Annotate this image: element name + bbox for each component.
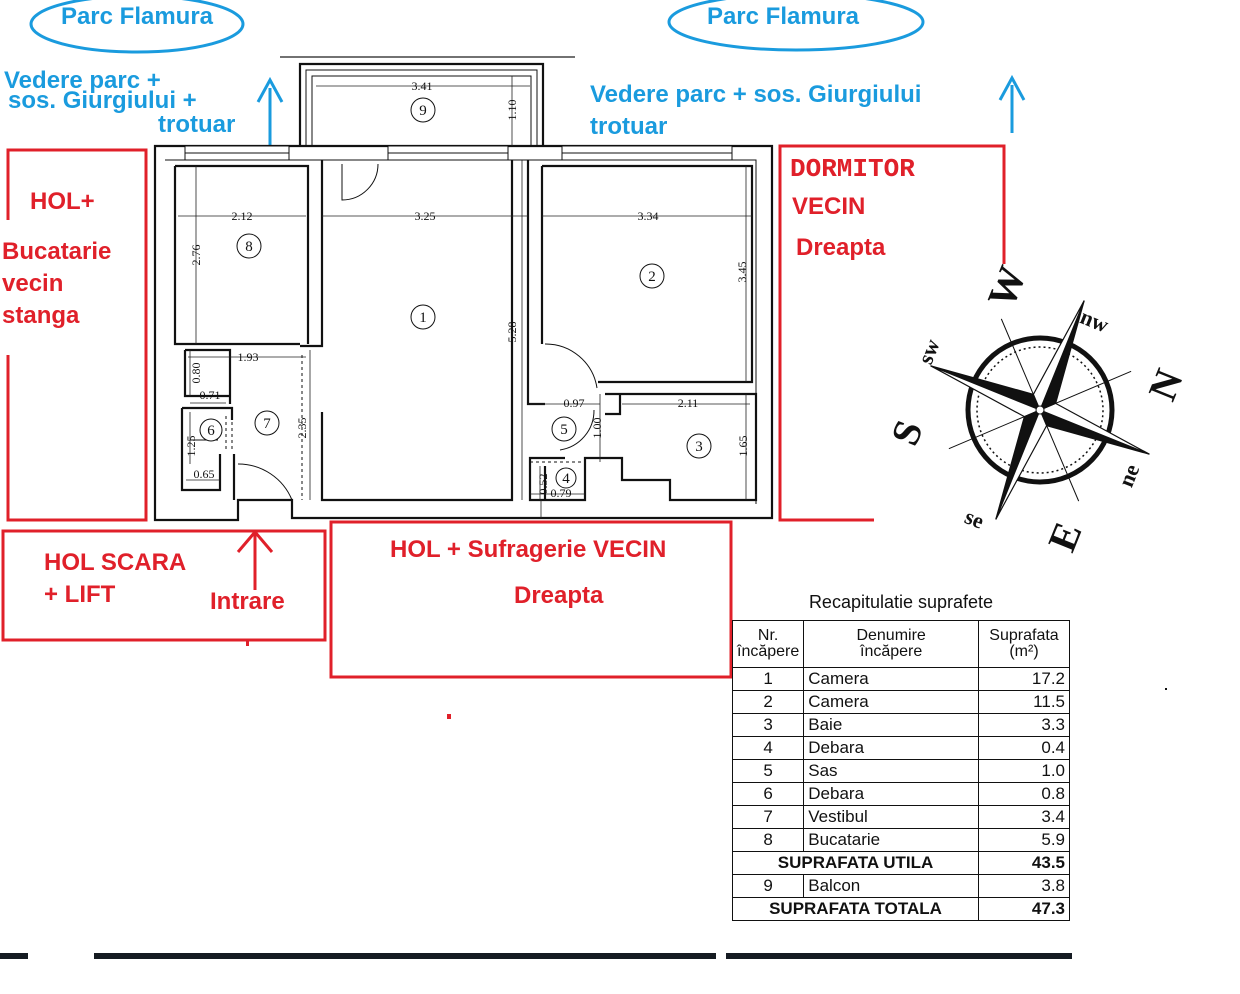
dim-room1-width: 3.25 bbox=[415, 209, 436, 223]
svg-text:1: 1 bbox=[419, 310, 427, 326]
room-number-3: 3 bbox=[686, 433, 712, 459]
room-number-1: 1 bbox=[410, 304, 436, 330]
park-label-left: Parc Flamura bbox=[61, 3, 214, 30]
dim-niche-depth: 0.80 bbox=[189, 363, 203, 384]
right-neighbor-line1: DORMITOR bbox=[790, 154, 915, 184]
dim-balcony-depth: 1.10 bbox=[505, 100, 519, 121]
bottom-neighbor-line1: HOL + Sufragerie VECIN bbox=[390, 536, 666, 563]
area-summary: Recapitulatie suprafete Nr.încăpere Denu… bbox=[731, 590, 1070, 921]
view-left-line3: trotuar bbox=[158, 111, 235, 138]
dim-storage6-width: 0.71 bbox=[200, 388, 221, 402]
view-arrow-right-icon bbox=[998, 74, 1026, 133]
bottom-bar-segment bbox=[0, 953, 28, 959]
left-neighbor-line3: vecin bbox=[2, 270, 63, 297]
left-neighbor-line2: Bucatarie bbox=[2, 238, 111, 265]
svg-text:6: 6 bbox=[207, 423, 215, 439]
compass-n-label: N bbox=[1139, 363, 1192, 407]
entrance-label: Intrare bbox=[210, 588, 285, 615]
right-neighbor-line3: Dreapta bbox=[796, 234, 886, 261]
summary-caption: Recapitulatie suprafete bbox=[808, 592, 994, 612]
dim-hall-width: 1.93 bbox=[238, 350, 259, 364]
svg-text:7: 7 bbox=[263, 416, 271, 432]
apartment-outline bbox=[153, 56, 774, 522]
header-area: Suprafata(m²) bbox=[978, 620, 1070, 668]
svg-text:3: 3 bbox=[695, 439, 703, 455]
room-number-5: 5 bbox=[551, 416, 577, 442]
svg-text:8: 8 bbox=[245, 239, 253, 255]
dim-room2-depth: 3.45 bbox=[735, 262, 749, 283]
compass-rose-icon bbox=[930, 300, 1150, 520]
bottom-neighbor-box bbox=[329, 520, 733, 679]
view-left-line1: Vedere parc + bbox=[4, 67, 161, 94]
dimension-lines bbox=[178, 76, 752, 518]
dim-balcony-width: 3.41 bbox=[412, 79, 433, 93]
svg-text:4: 4 bbox=[562, 471, 570, 487]
dim-lobby-width: 0.97 bbox=[564, 396, 585, 410]
stair-line1: HOL SCARA bbox=[44, 549, 186, 576]
room-number-4: 4 bbox=[555, 467, 577, 489]
room-number-8: 8 bbox=[236, 233, 262, 259]
dim-kitchen-depth: 2.76 bbox=[189, 245, 203, 266]
header-nr: Nr.încăpere bbox=[731, 620, 805, 668]
dim-bath-width: 2.11 bbox=[678, 396, 699, 410]
dim-storage6-inner: 0.65 bbox=[194, 467, 215, 481]
bottom-bar-segment bbox=[726, 953, 1072, 959]
dim-bath-depth: 1.65 bbox=[736, 436, 750, 457]
view-arrow-left-icon bbox=[256, 76, 284, 145]
dim-kitchen-width: 2.12 bbox=[232, 209, 253, 223]
left-neighbor-line1: HOL+ bbox=[30, 188, 95, 215]
right-neighbor-line2: VECIN bbox=[792, 193, 865, 220]
room-number-2: 2 bbox=[639, 263, 665, 289]
dim-lobby-depth: 1.00 bbox=[590, 418, 604, 439]
view-left-line2: sos. Giurgiului + bbox=[8, 87, 197, 114]
compass-ne-label: ne bbox=[1113, 460, 1145, 490]
park-annotation-left: Parc Flamura bbox=[29, 0, 245, 54]
svg-text:2: 2 bbox=[648, 269, 656, 285]
view-right-line2: trotuar bbox=[590, 113, 667, 140]
svg-text:5: 5 bbox=[560, 422, 568, 438]
stair-line2: + LIFT bbox=[44, 581, 116, 608]
left-neighbor-line4: stanga bbox=[2, 302, 80, 329]
dim-storage4-depth: 0.52 bbox=[536, 474, 550, 495]
room-number-6: 6 bbox=[199, 418, 223, 442]
bottom-bar-segment bbox=[94, 953, 716, 959]
dim-room1-depth: 5.28 bbox=[505, 322, 519, 343]
room-number-9: 9 bbox=[410, 97, 436, 123]
dim-vestibule-depth: 2.35 bbox=[295, 418, 309, 439]
room-number-7: 7 bbox=[254, 410, 280, 436]
dim-storage4-width: 0.79 bbox=[551, 486, 572, 500]
stair-hall-box bbox=[1, 529, 327, 642]
view-right-line1: Vedere parc + sos. Giurgiului bbox=[590, 81, 921, 108]
bottom-neighbor-line2: Dreapta bbox=[514, 582, 604, 609]
dim-storage6-depth: 1.25 bbox=[184, 436, 198, 457]
compass-e-label: E bbox=[1039, 516, 1091, 558]
dim-room2-width: 3.34 bbox=[638, 209, 659, 223]
park-annotation-right: Parc Flamura bbox=[667, 0, 925, 52]
svg-text:9: 9 bbox=[419, 103, 427, 119]
entrance-arrow-icon bbox=[236, 529, 274, 590]
park-label-right: Parc Flamura bbox=[707, 3, 860, 30]
